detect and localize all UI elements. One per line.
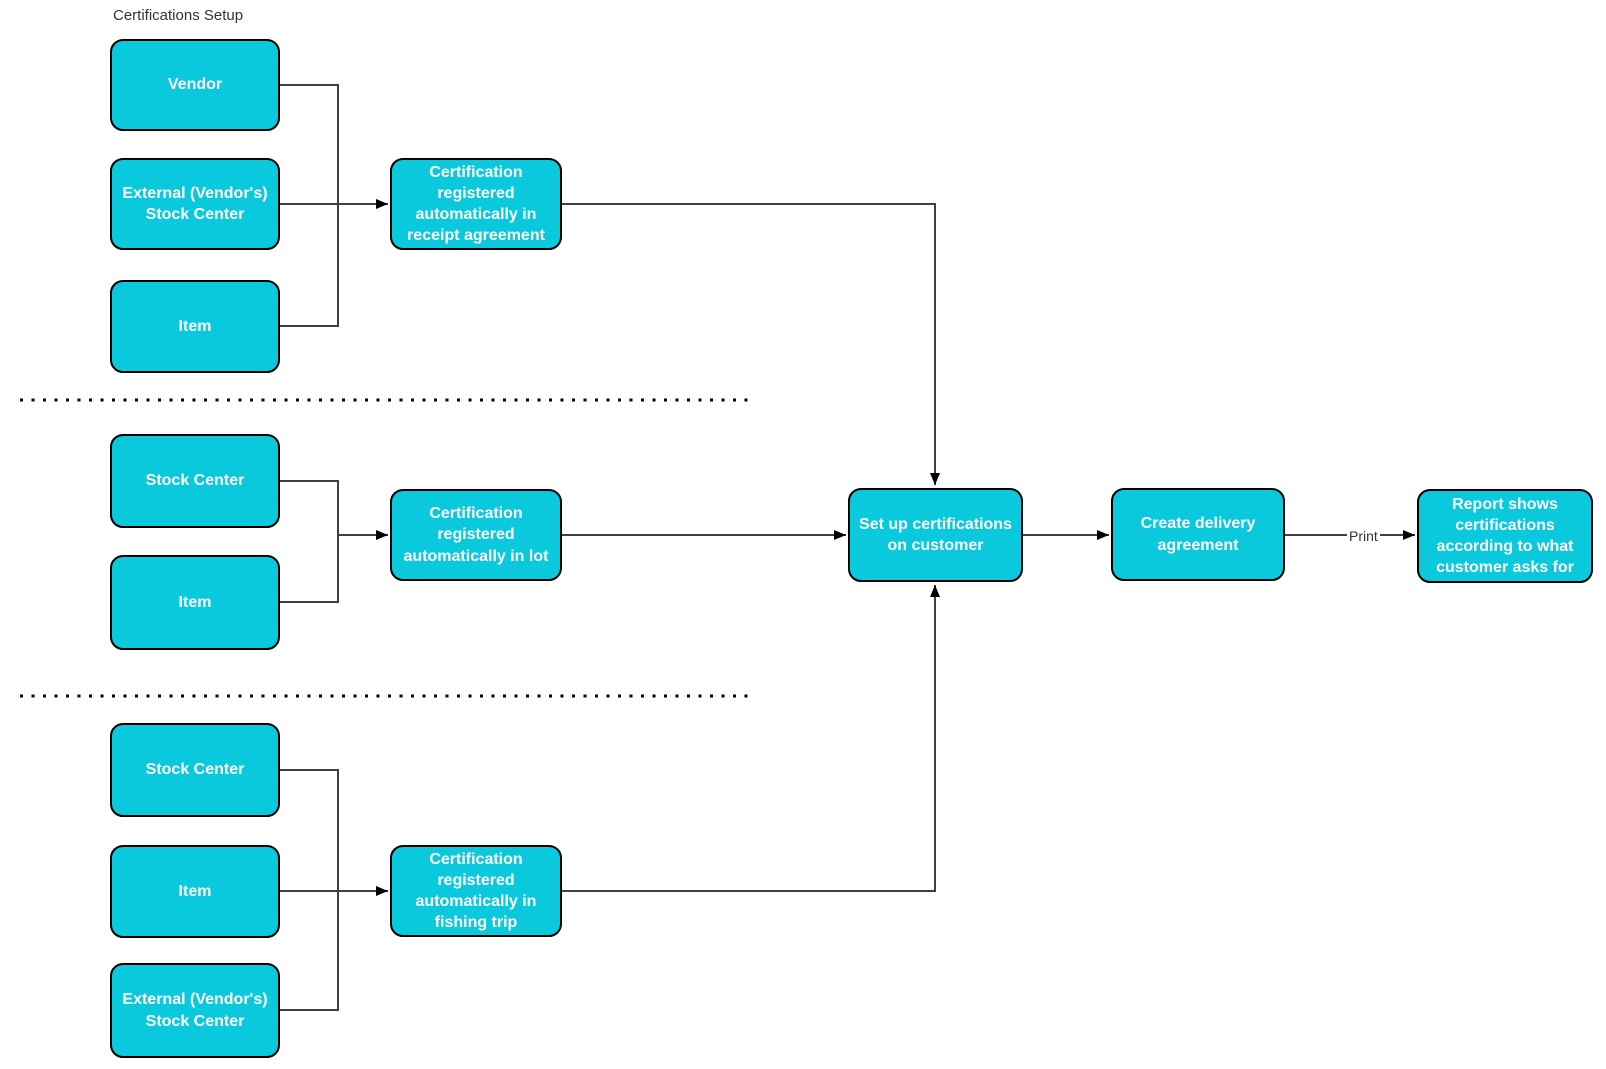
- node-certification-receipt-agreement[interactable]: Certification registered automatically i…: [390, 158, 562, 250]
- node-certification-lot[interactable]: Certification registered automatically i…: [390, 489, 562, 581]
- node-vendor[interactable]: Vendor: [110, 39, 280, 131]
- connector-receipt-to-setup: [562, 203, 940, 485]
- diagram-title: Certifications Setup: [113, 7, 244, 24]
- node-external-vendors-stock-center-top[interactable]: External (Vendor's) Stock Center: [110, 158, 280, 250]
- node-item-bottom[interactable]: Item: [110, 845, 280, 938]
- node-external-vendors-stock-center-bottom[interactable]: External (Vendor's) Stock Center: [110, 963, 280, 1058]
- node-certification-fishing-trip[interactable]: Certification registered automatically i…: [390, 845, 562, 937]
- node-create-delivery-agreement[interactable]: Create delivery agreement: [1111, 488, 1285, 581]
- edge-label-print: Print: [1347, 528, 1380, 544]
- node-report-shows-certifications[interactable]: Report shows certifications according to…: [1417, 489, 1593, 583]
- node-setup-certifications-on-customer[interactable]: Set up certifications on customer: [848, 488, 1023, 582]
- connector-fishing-to-setup: [562, 585, 940, 892]
- node-stock-center-bottom[interactable]: Stock Center: [110, 723, 280, 817]
- node-item-middle[interactable]: Item: [110, 555, 280, 650]
- connector-group2-junction: [280, 480, 339, 603]
- connector-group1-junction: [280, 84, 339, 327]
- node-item-top[interactable]: Item: [110, 280, 280, 373]
- node-stock-center-middle[interactable]: Stock Center: [110, 434, 280, 528]
